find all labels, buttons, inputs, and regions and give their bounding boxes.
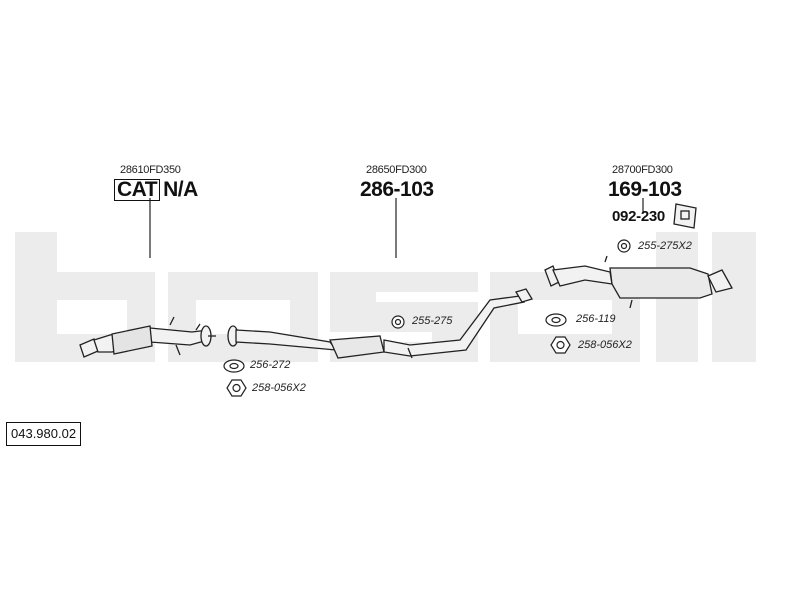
bracket-icon	[673, 203, 697, 229]
fitting-label-mount-middle: 255-275	[412, 315, 453, 327]
nut-icon	[550, 336, 571, 354]
front-pipe-drawing	[79, 316, 216, 358]
oe-number-middle: 28650FD300	[366, 164, 427, 176]
nut-icon	[226, 379, 247, 397]
gasket-icon	[545, 313, 567, 327]
fitting-label-nut-front: 258-056X2	[252, 382, 306, 394]
part-label-cat: CAT N/A	[114, 178, 198, 202]
rear-muffler-drawing	[544, 255, 733, 309]
part-number-rear: 169-103	[608, 178, 682, 201]
rubber-mount-icon	[617, 239, 631, 253]
fitting-label-gasket-front: 256-272	[250, 359, 291, 371]
fitting-label-nut-rear: 258-056X2	[578, 339, 632, 351]
part-number-cat: N/A	[163, 178, 198, 201]
rubber-mount-icon	[391, 315, 405, 329]
part-number-bracket: 092-230	[612, 208, 665, 225]
fitting-label-mount-rear: 255-275X2	[638, 240, 692, 252]
set-number-box: 043.980.02	[6, 422, 82, 446]
oe-number-rear: 28700FD300	[612, 164, 673, 176]
middle-pipe-drawing	[227, 288, 533, 359]
gasket-icon	[223, 359, 245, 373]
oe-number-cat: 28610FD350	[120, 164, 181, 176]
fitting-label-gasket-rear: 256-119	[576, 313, 616, 325]
part-number-middle: 286-103	[360, 178, 434, 201]
cat-badge: CAT	[114, 179, 161, 201]
